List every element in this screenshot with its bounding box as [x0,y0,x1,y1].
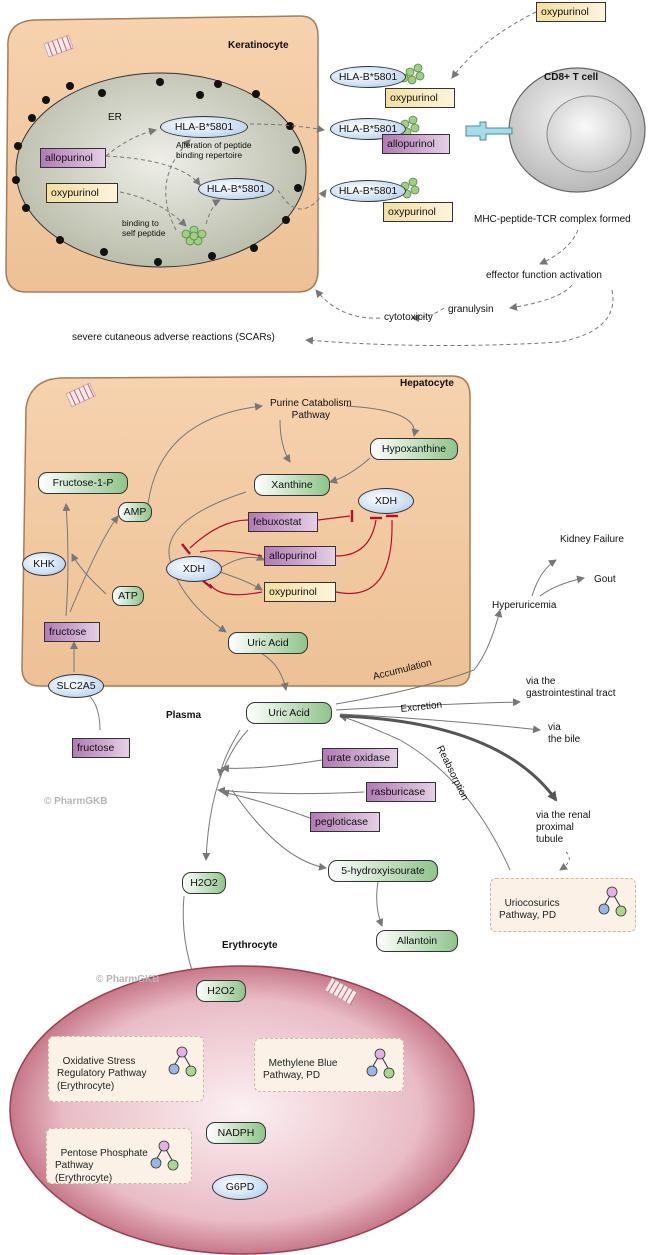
oxidative-stress-pathway-box[interactable]: Oxidative Stress Regulatory Pathway (Ery… [48,1036,204,1102]
hla-b5801-er-2: HLA-B*5801 [198,178,274,200]
alteration-note: Alteration of peptide binding repertoire [176,140,252,161]
via-renal-label: via the renal proximal tubule [536,810,591,845]
allopurinol-er: allopurinol [40,148,106,168]
binding-note: binding to self peptide [122,218,166,239]
h2o2-erythrocyte-node: H2O2 [196,980,246,1002]
pentose-phosphate-pathway-label: Pentose Phosphate Pathway (Erythrocyte) [55,1147,148,1184]
hla-b5801-surface-1: HLA-B*5801 [330,66,406,88]
ribosome-dots [12,78,302,266]
xdh-node-2: XDH [358,488,414,514]
g6pd-node: G6PD [212,1174,268,1200]
purine-catabolism-pathway: Purine Catabolism Pathway [270,398,352,421]
uricosurics-network-icon [598,886,627,917]
uric-acid-hepatocyte: Uric Acid [228,632,308,654]
methylene-blue-pathway-box[interactable]: Methylene Blue Pathway, PD [254,1038,404,1092]
fructose-1p-node: Fructose-1-P [38,472,128,494]
er-label: ER [108,112,122,123]
fructose-plasma: fructose [72,738,130,758]
oxypurinol-surface-2: oxypurinol [383,202,453,222]
renal-excretion-arrow [339,714,558,802]
khk-node: KHK [22,552,66,576]
hydroxyisourate-node: 5-hydroxyisourate [328,860,438,882]
allantoin-node: Allantoin [376,930,458,952]
oxidative-network-icon [168,1046,197,1077]
allopurinol-surface: allopurinol [382,134,450,154]
mhc-complex-label: MHC-peptide-TCR complex formed [474,214,631,225]
urate-oxidase-node: urate oxidase [322,748,398,768]
hepatocyte-cell [21,375,471,687]
kidney-failure-label: Kidney Failure [560,534,624,545]
plasma-title: Plasma [166,710,202,721]
watermark-erythrocyte: © PharmGKB [96,974,160,985]
pentose-network-icon [150,1140,179,1171]
methylene-network-icon [366,1048,395,1079]
via-bile-label: via the bile [548,722,581,745]
rasburicase-node: rasburicase [366,782,436,802]
h2o2-plasma-node: H2O2 [182,872,226,894]
granulysin-label: granulysin [448,304,494,315]
methylene-blue-pathway-label: Methylene Blue Pathway, PD [263,1057,338,1082]
gout-label: Gout [594,574,616,585]
scars-label: severe cutaneous adverse reactions (SCAR… [72,332,275,343]
amp-node: AMP [118,502,152,522]
hyperuricemia-label: Hyperuricemia [492,600,557,611]
erythrocyte-cell [9,965,475,1255]
keratinocyte-title: Keratinocyte [228,40,289,51]
pentose-phosphate-pathway-box[interactable]: Pentose Phosphate Pathway (Erythrocyte) [46,1128,192,1184]
atp-node: ATP [112,586,144,606]
oxypurinol-external: oxypurinol [536,2,606,22]
hla-b5801-er-1: HLA-B*5801 [160,116,248,138]
hepatocyte-membrane-lipid-icon [65,382,97,408]
pegloticase-node: pegloticase [310,812,380,832]
oxypurinol-er: oxypurinol [46,183,118,203]
xdh-node-1: XDH [166,556,222,582]
peptide-cluster-er [181,225,207,246]
tbar-oxypurinol-xdh1 [201,579,213,589]
erythrocyte-membrane-lipid-icon [324,977,359,1006]
oxypurinol-surface: oxypurinol [385,88,455,108]
effector-label: effector function activation [486,270,602,281]
tcr-receptor-icon [465,121,513,141]
t-cell-nucleus [546,95,632,173]
membrane-lipid-icon [43,34,74,58]
tbar-febuxostat-xdh1 [181,543,191,555]
watermark-plasma: © PharmGKB [44,796,108,807]
uricosurics-pathway-label: Uriocosurics Pathway, PD [499,897,560,922]
oxidative-stress-pathway-label: Oxidative Stress Regulatory Pathway (Ery… [57,1055,147,1092]
febuxostat-node: febuxostat [248,512,318,532]
hepatocyte-title: Hepatocyte [400,378,454,389]
slc2a5-node: SLC2A5 [48,674,104,698]
oxypurinol-hepatocyte: oxypurinol [264,582,336,602]
hypoxanthine-node: Hypoxanthine [370,438,458,460]
xanthine-node: Xanthine [254,474,330,496]
nadph-node: NADPH [206,1122,266,1144]
hla-b5801-surface-3: HLA-B*5801 [330,180,406,202]
uric-acid-plasma: Uric Acid [246,702,332,724]
cytotoxicity-label: cytotoxicity [384,312,433,323]
tcell-title: CD8+ T cell [544,72,599,83]
via-gi-label: via the gastrointestinal tract [526,676,616,699]
reabsorption-arrow [339,714,511,871]
fructose-hepatocyte: fructose [44,622,100,642]
erythrocyte-title: Erythrocyte [222,940,278,951]
allopurinol-hepatocyte: allopurinol [264,546,336,566]
renal-to-uricosurics-arrow [559,851,570,871]
